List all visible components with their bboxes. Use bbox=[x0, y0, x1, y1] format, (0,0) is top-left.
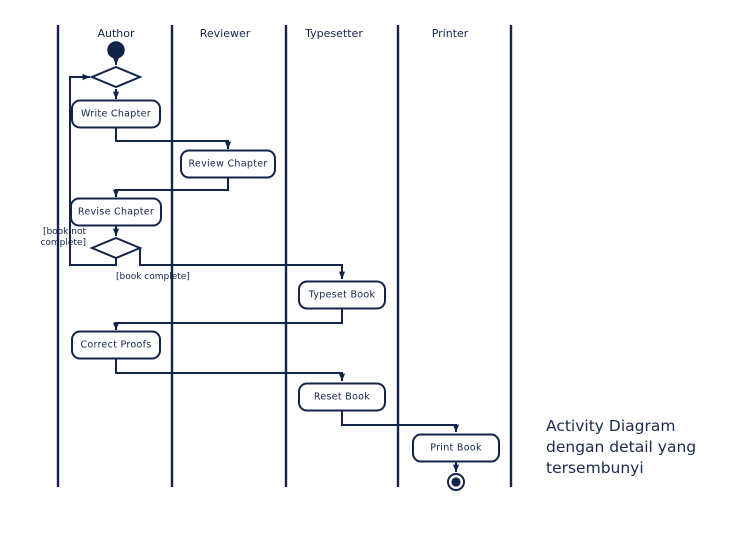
swimlane-title-typesetter: Typesetter bbox=[305, 27, 363, 40]
node-label-correct-proofs: Correct Proofs bbox=[80, 339, 152, 351]
node-decision[interactable] bbox=[89, 236, 143, 260]
edge-write-to-review bbox=[115, 128, 232, 150]
edge-layer bbox=[69, 57, 460, 473]
node-label-write-chapter: Write Chapter bbox=[81, 108, 151, 120]
node-review-chapter[interactable] bbox=[180, 149, 276, 179]
node-layer bbox=[70, 41, 500, 491]
guard-label-book-complete: [book complete] bbox=[116, 272, 190, 282]
node-correct-proofs[interactable] bbox=[71, 330, 161, 360]
node-typeset-book[interactable] bbox=[298, 280, 386, 310]
edge-decision-to-typeset bbox=[139, 248, 346, 280]
node-print-book[interactable] bbox=[412, 433, 500, 463]
edge-reset-to-print bbox=[341, 411, 460, 433]
edge-correct-to-reset bbox=[115, 359, 346, 382]
node-label-revise-chapter: Revise Chapter bbox=[77, 206, 155, 218]
edge-decision-to-merge bbox=[69, 73, 117, 266]
edge-review-to-revise bbox=[112, 178, 229, 198]
node-label-print-book: Print Book bbox=[430, 442, 482, 454]
diagram-caption: Activity Diagram dengan detail yang ters… bbox=[546, 417, 697, 477]
node-start[interactable] bbox=[107, 41, 125, 59]
edge-typeset-to-correct bbox=[112, 309, 343, 331]
node-label-typeset-book: Typeset Book bbox=[308, 289, 376, 301]
swimlane-title-printer: Printer bbox=[431, 27, 469, 40]
node-merge[interactable] bbox=[89, 65, 143, 89]
node-label-reset-book: Reset Book bbox=[313, 391, 371, 403]
node-end[interactable] bbox=[447, 473, 465, 491]
node-label-review-chapter: Review Chapter bbox=[188, 158, 268, 170]
node-reset-book[interactable] bbox=[298, 382, 386, 412]
swimlane-title-author: Author bbox=[97, 27, 135, 40]
swimlane-dividers bbox=[56, 25, 513, 487]
swimlane-title-reviewer: Reviewer bbox=[199, 27, 251, 40]
node-revise-chapter[interactable] bbox=[70, 197, 162, 227]
node-write-chapter[interactable] bbox=[71, 99, 161, 129]
